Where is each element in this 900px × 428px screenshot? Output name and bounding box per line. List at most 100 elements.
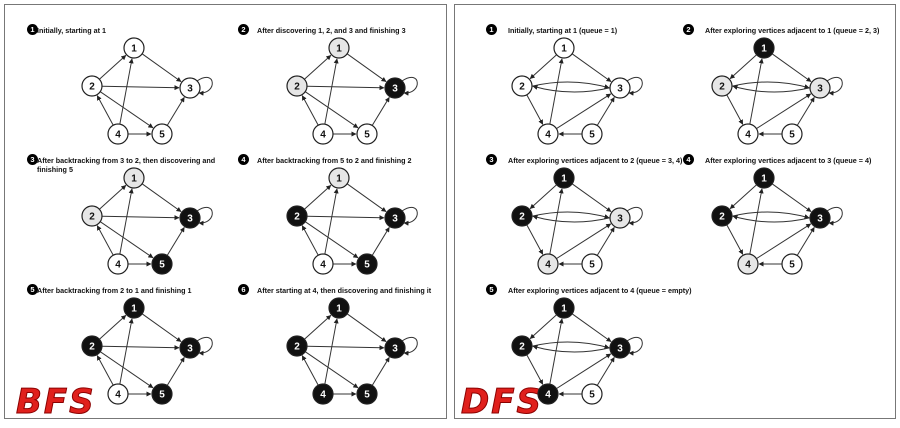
edge-3-3 (401, 206, 418, 226)
node-label: 2 (519, 212, 525, 223)
edge-3-3 (826, 206, 843, 226)
node-1: 1 (553, 167, 575, 189)
edge-2-4 (526, 354, 544, 385)
bfs-step-number: 1 (27, 24, 38, 35)
node-4: 4 (312, 253, 334, 275)
edge-5-3 (596, 356, 615, 386)
edge-2-5 (304, 351, 359, 389)
node-label: 3 (617, 344, 623, 355)
node-label: 1 (336, 304, 342, 315)
node-1: 1 (553, 37, 575, 59)
node-label: 3 (817, 84, 823, 95)
edge-5-3 (596, 226, 615, 256)
edge-3-3 (196, 336, 213, 356)
edge-2-3 (306, 85, 385, 91)
edge-2-1 (304, 185, 332, 210)
edge-5-3 (371, 96, 390, 126)
bfs-step-number: 2 (238, 24, 249, 35)
edge-5-3 (166, 96, 185, 126)
edge-2-5 (99, 91, 154, 129)
node-label: 4 (545, 390, 551, 401)
edge-2-3 (306, 215, 385, 221)
edge-3-3 (401, 76, 418, 96)
edge-2-3 (306, 345, 385, 351)
edge-1-2 (529, 314, 557, 339)
node-3: 3 (609, 337, 631, 359)
edge-2-1 (304, 55, 332, 80)
node-5: 5 (356, 383, 378, 405)
edge-4-3 (556, 223, 612, 260)
edge-2-4 (526, 224, 544, 255)
edge-2-3 (531, 211, 610, 219)
node-2: 2 (286, 335, 308, 357)
bfs-step-number: 4 (238, 154, 249, 165)
edge-5-3 (796, 96, 815, 126)
node-5: 5 (356, 253, 378, 275)
dfs-step-caption: Initially, starting at 1 (queue = 1) (508, 26, 618, 35)
node-label: 2 (89, 212, 95, 223)
edge-5-3 (371, 356, 390, 386)
node-label: 3 (187, 214, 193, 225)
node-2: 2 (81, 75, 103, 97)
edge-4-1 (119, 58, 134, 125)
node-label: 1 (336, 44, 342, 55)
edge-4-1 (549, 58, 564, 125)
node-label: 5 (159, 260, 165, 271)
node-label: 4 (545, 130, 551, 141)
edge-3-3 (626, 336, 643, 356)
node-label: 5 (159, 130, 165, 141)
bfs-step-number: 6 (238, 284, 249, 295)
bfs-step-caption: After discovering 1, 2, and 3 and finish… (257, 26, 406, 35)
dfs-step-caption: After exploring vertices adjacent to 4 (… (508, 286, 692, 295)
node-label: 3 (392, 344, 398, 355)
node-label: 5 (159, 390, 165, 401)
node-2: 2 (511, 205, 533, 227)
node-1: 1 (328, 167, 350, 189)
node-4: 4 (537, 123, 559, 145)
node-label: 5 (589, 130, 595, 141)
bfs-step-caption: After backtracking from 2 to 1 and finis… (37, 286, 192, 295)
node-5: 5 (151, 123, 173, 145)
node-label: 4 (320, 390, 326, 401)
edge-4-2 (96, 95, 114, 126)
edge-1-3 (141, 53, 182, 83)
edge-1-2 (529, 54, 557, 79)
edge-4-1 (119, 318, 134, 385)
edge-1-3 (141, 183, 182, 213)
edge-2-3 (731, 211, 810, 219)
dfs-step-caption: After exploring vertices adjacent to 1 (… (705, 26, 880, 35)
node-label: 4 (115, 130, 121, 141)
node-3: 3 (384, 77, 406, 99)
node-4: 4 (312, 383, 334, 405)
edge-1-3 (771, 53, 812, 83)
edge-3-3 (196, 206, 213, 226)
edge-4-1 (549, 318, 564, 385)
node-4: 4 (107, 383, 129, 405)
edge-1-3 (571, 183, 612, 213)
node-2: 2 (81, 205, 103, 227)
edge-4-2 (96, 225, 114, 256)
bfs-label: BFS (16, 382, 96, 422)
node-label: 2 (719, 82, 725, 93)
edge-1-3 (571, 313, 612, 343)
node-label: 4 (545, 260, 551, 271)
node-label: 4 (115, 260, 121, 271)
node-label: 4 (745, 130, 751, 141)
node-2: 2 (511, 75, 533, 97)
edge-3-3 (826, 76, 843, 96)
node-1: 1 (753, 37, 775, 59)
node-label: 4 (115, 390, 121, 401)
node-3: 3 (809, 207, 831, 229)
node-label: 3 (617, 84, 623, 95)
node-label: 2 (719, 212, 725, 223)
edge-3-3 (401, 336, 418, 356)
node-1: 1 (328, 297, 350, 319)
edge-2-1 (99, 185, 127, 210)
bfs-graph-6: 1 2 3 4 5 (286, 297, 418, 405)
